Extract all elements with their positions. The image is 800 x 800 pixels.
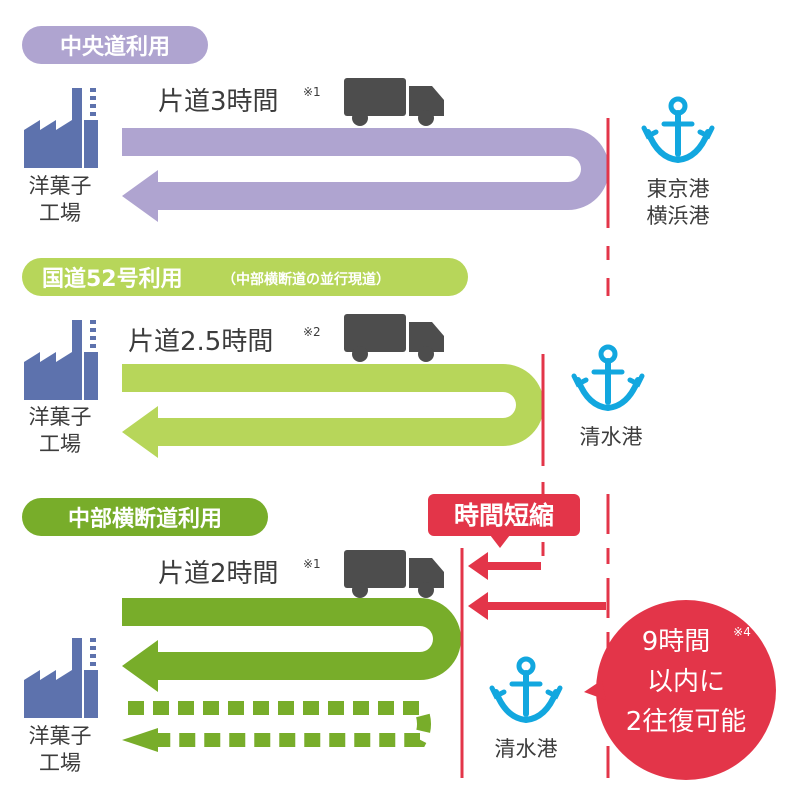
- factory-label-line2: 工場: [39, 432, 81, 456]
- factory-icon: [24, 638, 98, 718]
- truck-icon: [344, 314, 444, 362]
- factory-label-line1: 洋菓子: [29, 405, 92, 429]
- route-2-path: [122, 364, 544, 458]
- route-1-path: [122, 128, 609, 222]
- factory-label-line1: 洋菓子: [29, 724, 92, 748]
- route-2-time: 片道2.5時間: [128, 327, 273, 357]
- route-2: 国道52号利用 （中部横断道の並行現道） 洋菓子 工場 片道2.5時間 ※2 清…: [22, 258, 643, 566]
- route-1-title-pill: [22, 26, 208, 64]
- anchor-icon: [644, 99, 712, 160]
- route-3-title-pill: [22, 498, 268, 536]
- port-label: 清水港: [495, 737, 558, 761]
- round-trip-callout: 9時間 ※4 以内に 2往復可能: [584, 600, 776, 780]
- factory-icon: [24, 88, 98, 168]
- route-1-note: ※1: [303, 85, 321, 99]
- anchor-icon: [574, 347, 642, 408]
- time-saving-arrow-2: [468, 592, 606, 620]
- route-3: 中部横断道利用 洋菓子 工場 片道2時間 ※1 時間短縮 清水港 9時間 ※4: [22, 494, 776, 780]
- round-trip-line1: 9時間: [642, 627, 711, 657]
- route-2-title: 国道52号利用: [42, 266, 183, 292]
- factory-label-line2: 工場: [39, 201, 81, 225]
- time-saving-callout: 時間短縮: [428, 494, 580, 548]
- time-saving-arrow-1: [468, 552, 541, 580]
- factory-label-line2: 工場: [39, 751, 81, 775]
- route-1-title: 中央道利用: [60, 34, 170, 60]
- route-1: 中央道利用 洋菓子 工場 片道3時間 ※1 東京港 横浜港: [22, 26, 712, 296]
- route-2-title-pill: [22, 258, 468, 296]
- truck-icon: [344, 550, 444, 598]
- port-label-line2: 横浜港: [647, 204, 710, 228]
- port-label-line1: 東京港: [647, 177, 710, 201]
- factory-icon: [24, 320, 98, 400]
- route-3-path-solid: [122, 598, 461, 692]
- route-3-note: ※1: [303, 557, 321, 571]
- truck-icon: [344, 78, 444, 126]
- route-2-subtitle: （中部横断道の並行現道）: [222, 271, 390, 288]
- anchor-icon: [492, 659, 560, 720]
- route-2-note: ※2: [303, 325, 321, 339]
- route-3-time: 片道2時間: [158, 559, 279, 589]
- route-3-path-dashed: [122, 701, 431, 752]
- round-trip-line2: 以内に: [647, 667, 725, 697]
- route-1-time: 片道3時間: [158, 87, 279, 117]
- port-label: 清水港: [580, 425, 643, 449]
- factory-label-line1: 洋菓子: [29, 174, 92, 198]
- round-trip-line3: 2往復可能: [626, 707, 747, 737]
- route-3-title: 中部横断道利用: [68, 506, 222, 532]
- round-trip-note: ※4: [733, 625, 751, 639]
- time-saving-label: 時間短縮: [454, 501, 554, 530]
